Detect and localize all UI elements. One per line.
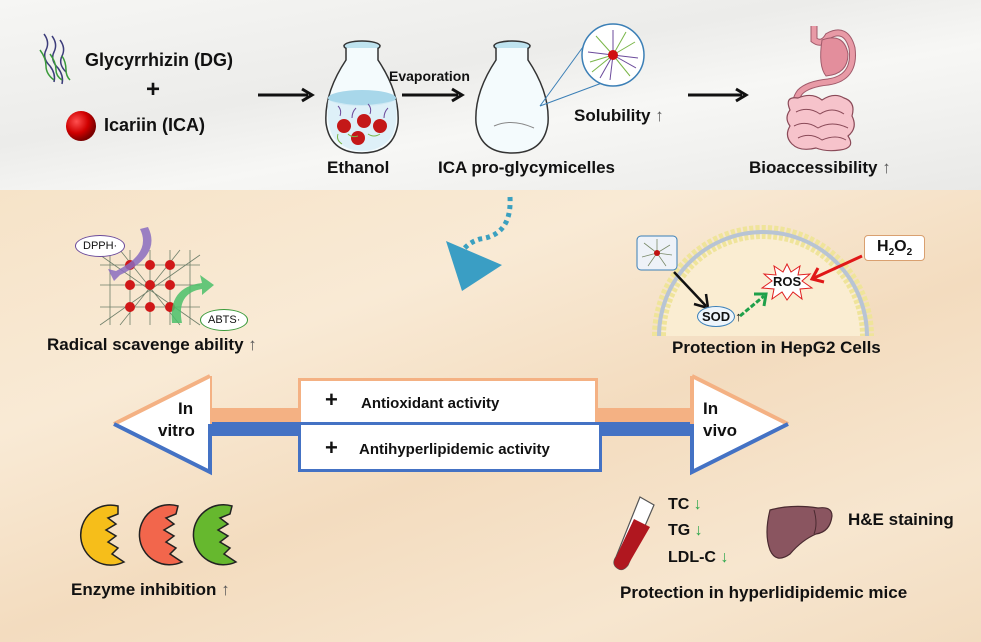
arrow-right-icon <box>258 87 315 103</box>
micelle-small-icon <box>636 235 678 271</box>
antioxidant-activity-box: + Antioxidant activity <box>298 378 598 422</box>
plus-sign: + <box>146 76 161 103</box>
h2o2-o: O <box>894 238 907 255</box>
in-vitro-line1: In <box>178 399 194 418</box>
flask-ethanol-label: Ethanol <box>327 158 390 177</box>
liver-icon <box>766 505 833 559</box>
evaporation-label: Evaporation <box>389 68 470 84</box>
digestive-system-icon <box>786 26 856 152</box>
hyperlipidemic-mice-caption: Protection in hyperlidipidemic mice <box>620 583 908 602</box>
up-arrow-icon: ↑ <box>735 309 742 324</box>
he-staining-label: H&E staining <box>848 510 954 529</box>
tc-marker: TC ↓ <box>668 496 702 514</box>
h2o2-badge: H2O2 <box>864 235 926 262</box>
ethanol-flask-icon <box>325 40 399 154</box>
down-arrow-icon: ↓ <box>693 496 702 513</box>
in-vivo-label: In vivo <box>703 398 737 442</box>
radical-scavenge-text: Radical scavenge ability <box>47 335 244 354</box>
enzyme-green-icon <box>192 504 238 566</box>
plus-icon: + <box>325 387 338 412</box>
in-vitro-line2: vitro <box>158 421 195 440</box>
micelle-icon <box>581 23 645 87</box>
tg-marker: TG ↓ <box>668 522 703 540</box>
blood-tube-icon <box>613 496 655 571</box>
icariin-label: Icariin (ICA) <box>104 115 206 135</box>
h2o2-to-ros-arrow-icon <box>809 254 863 284</box>
solubility-label: Solubility ↑ <box>574 106 664 126</box>
in-vivo-line2: vivo <box>703 421 738 440</box>
h2o2-sub2: 2 <box>906 247 913 259</box>
arrow-right-icon-2 <box>688 87 749 103</box>
antioxidant-activity-label: Antioxidant activity <box>361 395 500 412</box>
antihyperlipidemic-activity-box: + Antihyperlipidemic activity <box>298 422 602 472</box>
solubility-text: Solubility <box>574 106 651 125</box>
up-arrow-icon: ↑ <box>248 335 257 354</box>
bioaccessibility-text: Bioaccessibility <box>749 158 878 177</box>
in-vitro-label: In vitro <box>158 398 195 442</box>
tg-label: TG <box>668 522 691 539</box>
ros-label: ROS <box>773 274 802 289</box>
glycyrrhizin-label: Glycyrrhizin (DG) <box>85 50 234 70</box>
enzyme-red-icon <box>138 504 184 566</box>
sod-label: SOD <box>697 306 736 327</box>
hepg2-caption: Protection in HepG2 Cells <box>672 338 881 357</box>
ldl-c-marker: LDL-C ↓ <box>668 549 728 567</box>
sod-badge: SOD↑ <box>697 306 742 327</box>
plus-icon: + <box>325 435 338 460</box>
micelle-network-icon <box>99 227 214 326</box>
arrow-to-sod-icon <box>673 271 710 310</box>
down-arrow-icon: ↓ <box>720 549 729 566</box>
h2o2-sub1: 2 <box>888 247 895 259</box>
enzyme-yellow-icon <box>79 504 126 566</box>
micelles-label: ICA pro-glycymicelles <box>438 158 615 177</box>
abts-badge: ABTS· <box>200 309 249 331</box>
down-arrow-icon: ↓ <box>694 522 703 539</box>
enzyme-icons <box>79 504 238 566</box>
bioaccessibility-label: Bioaccessibility ↑ <box>749 158 891 178</box>
micelle-zoom-lines <box>539 39 611 107</box>
enzyme-inhibition-label: Enzyme inhibition ↑ <box>71 580 230 600</box>
ros-burst-icon <box>760 262 814 301</box>
enzyme-inhibition-text: Enzyme inhibition <box>71 580 217 599</box>
tc-label: TC <box>668 496 690 513</box>
sod-to-ros-arrow-icon <box>739 292 768 318</box>
up-arrow-icon: ↑ <box>655 106 664 125</box>
in-vivo-line1: In <box>703 399 719 418</box>
up-arrow-icon: ↑ <box>221 580 230 599</box>
up-arrow-icon: ↑ <box>882 158 891 177</box>
ldl-c-label: LDL-C <box>668 549 716 566</box>
icariin-sphere-icon <box>66 111 96 141</box>
antihyperlipidemic-activity-label: Antihyperlipidemic activity <box>359 441 550 458</box>
evaporation-arrow-icon <box>402 87 465 103</box>
glycyrrhizin-chains-icon <box>39 33 71 85</box>
dotted-curved-arrow-icon <box>446 196 513 291</box>
h2o2-h: H <box>877 238 889 255</box>
dpph-badge: DPPH· <box>75 235 126 257</box>
radical-scavenge-label: Radical scavenge ability ↑ <box>47 335 257 355</box>
